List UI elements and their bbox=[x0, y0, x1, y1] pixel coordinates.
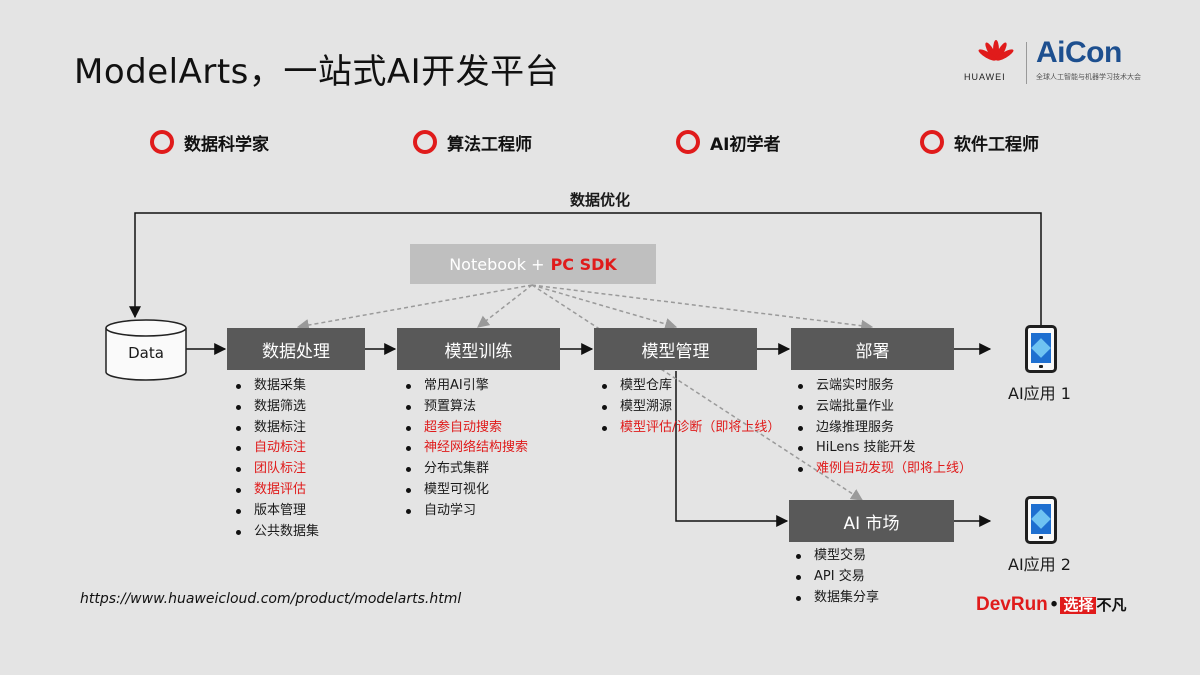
role-data-scientist: 数据科学家 bbox=[150, 128, 269, 156]
stage-deploy: 部署 bbox=[791, 328, 954, 370]
app-phone-icon bbox=[1025, 325, 1057, 373]
list-item: 团队标注 bbox=[234, 459, 319, 480]
huawei-logo-icon bbox=[978, 40, 1014, 61]
role-algorithm-engineer: 算法工程师 bbox=[413, 128, 532, 156]
dash-to-management bbox=[531, 284, 678, 330]
app-label-1: AI应用 1 bbox=[1008, 384, 1071, 403]
stage-model-training: 模型训练 bbox=[397, 328, 560, 370]
devrun-text: DevRun bbox=[976, 594, 1048, 615]
aicon-subtitle: 全球人工智能与机器学习技术大会 bbox=[1036, 73, 1141, 81]
dash-to-processing bbox=[296, 284, 533, 331]
list-item: 云端批量作业 bbox=[796, 397, 972, 418]
logo-area: HUAWEI AiCon 全球人工智能与机器学习技术大会 bbox=[964, 36, 1164, 88]
list-item: 云端实时服务 bbox=[796, 376, 972, 397]
devrun-cn-text: 不凡 bbox=[1096, 597, 1127, 614]
product-url[interactable]: https://www.huaweicloud.com/product/mode… bbox=[80, 591, 462, 607]
pc-sdk-label: PC SDK bbox=[550, 254, 617, 274]
feedback-loop-line bbox=[129, 212, 1042, 325]
list-item: 预置算法 bbox=[404, 397, 528, 418]
stage-data-processing: 数据处理 bbox=[227, 328, 365, 370]
dash-to-deploy bbox=[531, 284, 874, 332]
list-item: 分布式集群 bbox=[404, 459, 528, 480]
list-item: 数据筛选 bbox=[234, 397, 319, 418]
list-item: 数据评估 bbox=[234, 480, 319, 501]
list-item: 模型可视化 bbox=[404, 480, 528, 501]
list-item: 数据集分享 bbox=[794, 588, 879, 609]
ring-icon bbox=[676, 130, 700, 154]
devrun-logo: DevRun•选择不凡 bbox=[976, 594, 1126, 616]
list-item: 公共数据集 bbox=[234, 522, 319, 543]
list-item: 神经网络结构搜索 bbox=[404, 438, 528, 459]
role-label: 软件工程师 bbox=[954, 134, 1039, 155]
notebook-label: Notebook + bbox=[449, 254, 545, 274]
role-label: AI初学者 bbox=[710, 134, 781, 155]
list-item: API 交易 bbox=[794, 567, 879, 588]
list-item: 自动学习 bbox=[404, 501, 528, 522]
dash-to-market bbox=[531, 284, 864, 501]
list-item: 超参自动搜索 bbox=[404, 418, 528, 439]
page-title: ModelArts，一站式AI开发平台 bbox=[74, 52, 560, 92]
list-item: 模型溯源 bbox=[600, 397, 780, 418]
role-software-engineer: 软件工程师 bbox=[920, 128, 1039, 156]
data-node-label: Data bbox=[128, 344, 164, 362]
list-item: HiLens 技能开发 bbox=[796, 438, 972, 459]
stage-ai-market: AI 市场 bbox=[789, 500, 954, 542]
devrun-dot: • bbox=[1050, 594, 1058, 615]
list-item: 模型仓库 bbox=[600, 376, 780, 397]
list-data-processing: 数据采集数据筛选数据标注自动标注团队标注数据评估版本管理公共数据集 bbox=[234, 376, 319, 542]
list-item: 常用AI引擎 bbox=[404, 376, 528, 397]
notebook-box: Notebook + PC SDK bbox=[410, 244, 656, 284]
app-label-2: AI应用 2 bbox=[1008, 555, 1071, 574]
list-model-training: 常用AI引擎预置算法超参自动搜索神经网络结构搜索分布式集群模型可视化自动学习 bbox=[404, 376, 528, 522]
aicon-logo: AiCon bbox=[1036, 36, 1122, 69]
ring-icon bbox=[150, 130, 174, 154]
role-label: 算法工程师 bbox=[447, 134, 532, 155]
ring-icon bbox=[920, 130, 944, 154]
huawei-logo-text: HUAWEI bbox=[964, 72, 1006, 82]
list-item: 数据标注 bbox=[234, 418, 319, 439]
database-icon bbox=[105, 319, 187, 381]
arrow-management-to-market bbox=[675, 371, 789, 527]
data-optimization-label: 数据优化 bbox=[569, 191, 630, 209]
stage-model-management: 模型管理 bbox=[594, 328, 757, 370]
list-item: 边缘推理服务 bbox=[796, 418, 972, 439]
logo-divider bbox=[1026, 42, 1027, 84]
list-item: 自动标注 bbox=[234, 438, 319, 459]
devrun-cn-highlight: 选择 bbox=[1060, 597, 1097, 614]
list-item: 模型评估/诊断（即将上线） bbox=[600, 418, 780, 439]
role-ai-beginner: AI初学者 bbox=[676, 128, 780, 156]
list-item: 版本管理 bbox=[234, 501, 319, 522]
list-model-management: 模型仓库模型溯源模型评估/诊断（即将上线） bbox=[600, 376, 780, 438]
list-item: 数据采集 bbox=[234, 376, 319, 397]
list-item: 难例自动发现（即将上线） bbox=[796, 459, 972, 480]
dash-to-training bbox=[477, 284, 533, 328]
role-label: 数据科学家 bbox=[184, 134, 269, 155]
app-phone-icon bbox=[1025, 496, 1057, 544]
list-item: 模型交易 bbox=[794, 546, 879, 567]
ring-icon bbox=[413, 130, 437, 154]
